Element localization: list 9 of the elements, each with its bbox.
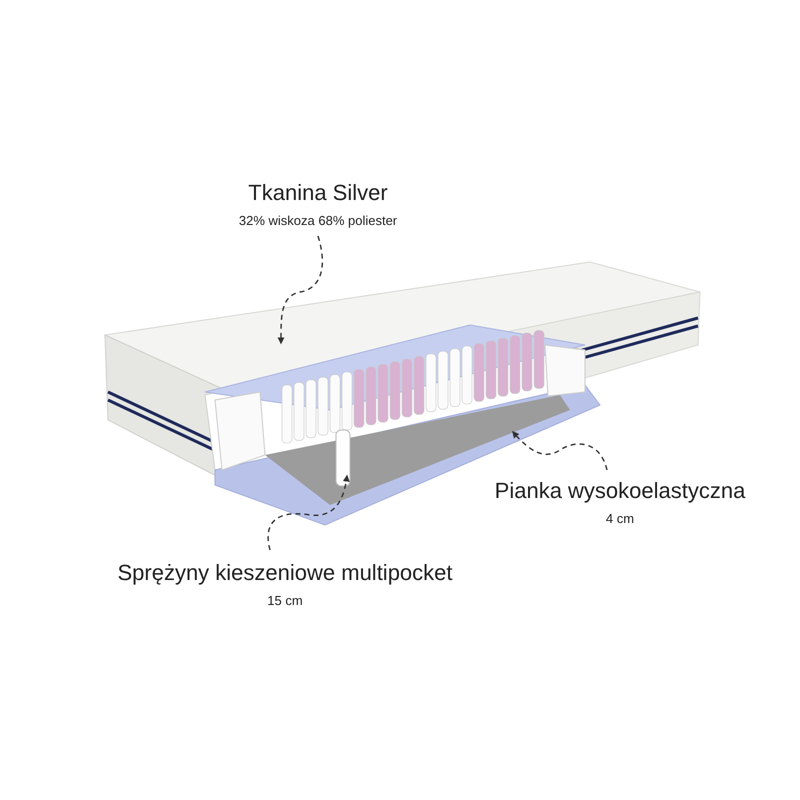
callout-subtitle: 32% wiskoza 68% poliester — [238, 212, 398, 230]
leader-line — [278, 236, 324, 344]
callout-title: Pianka wysokoelastyczna — [494, 478, 746, 504]
callout-title: Sprężyny kieszeniowe multipocket — [117, 560, 453, 586]
callout-subtitle: 4 cm — [606, 510, 634, 528]
leader-line — [512, 430, 608, 470]
leader-line — [267, 474, 350, 550]
callout-title: Tkanina Silver — [248, 180, 388, 206]
callout-subtitle: 15 cm — [267, 592, 303, 610]
